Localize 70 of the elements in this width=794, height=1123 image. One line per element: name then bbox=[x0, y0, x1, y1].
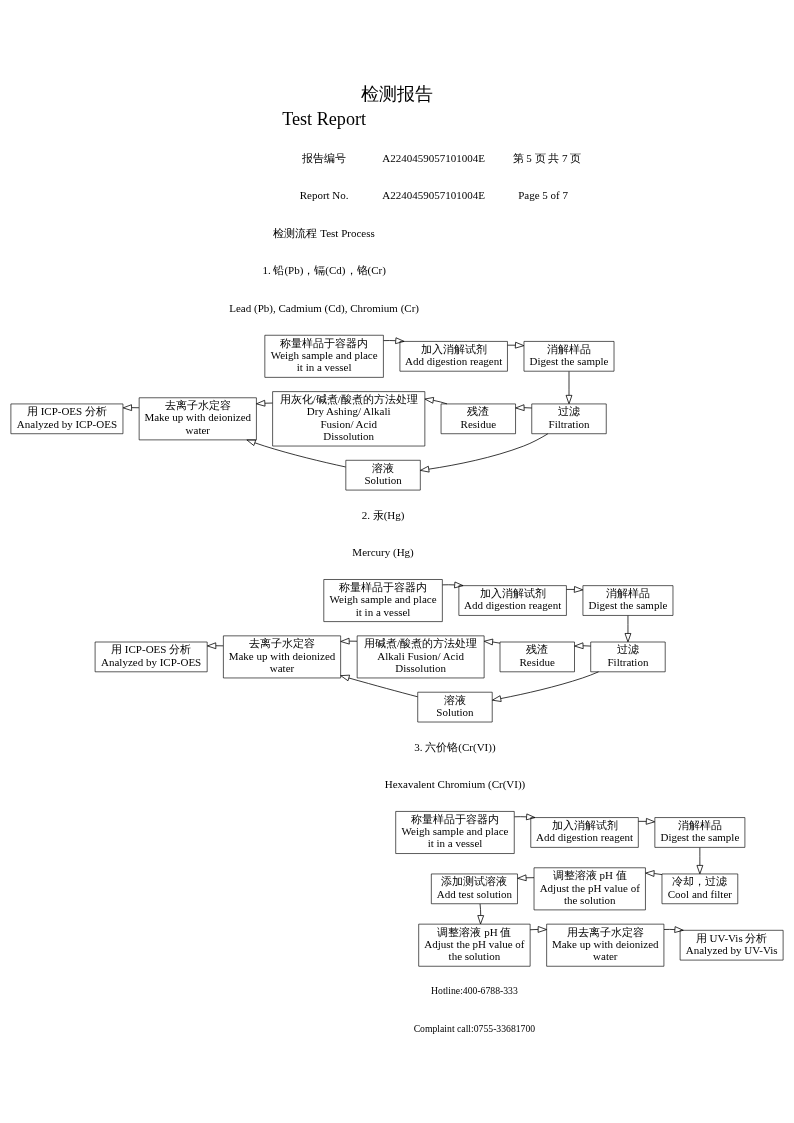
arrow bbox=[340, 674, 418, 697]
node-box: 冷却，过滤 Cool and filter bbox=[661, 873, 739, 904]
label: 报告编号 bbox=[302, 151, 347, 164]
node-box: 残渣 Residue bbox=[440, 403, 516, 434]
arrow bbox=[420, 432, 549, 472]
label: Hotline:400-6788-333 bbox=[431, 984, 518, 996]
label: Hexavalent Chromium (Cr(VI)) bbox=[384, 777, 526, 790]
label: Complaint call:0755-33681700 bbox=[413, 1022, 536, 1034]
node-box: 加入消解试剂 Add digestion reagent bbox=[458, 584, 567, 616]
node-box: 称量样品于容器内 Weigh sample and place it in a vessel bbox=[395, 810, 515, 854]
node-box: 添加测试溶液 Add test solution bbox=[431, 873, 518, 904]
node-box: 消解样品 Digest the sample bbox=[582, 584, 674, 616]
arrow bbox=[515, 403, 533, 411]
node-box: 去离子水定容 Make up with deionized water bbox=[223, 635, 341, 678]
node-box: 调整溶液 pH 值 Adjust the pH value of the solution bbox=[533, 866, 646, 910]
node-box: 调整溶液 pH 值 Adjust the pH value of the solution bbox=[418, 923, 531, 967]
node-box: 用去离子水定容 Make up with deionized water bbox=[546, 923, 665, 967]
label: Page 5 of 7 bbox=[518, 188, 568, 201]
arrow bbox=[529, 925, 547, 933]
arrow bbox=[565, 370, 573, 404]
label: 第 5 页 共 7 页 bbox=[512, 151, 582, 164]
arrow bbox=[638, 817, 656, 825]
arrow bbox=[507, 341, 525, 348]
node-box: 溶液 Solution bbox=[345, 459, 421, 490]
label: Test Report bbox=[282, 108, 367, 129]
arrow bbox=[383, 336, 405, 344]
arrow bbox=[663, 925, 684, 933]
arrow bbox=[624, 614, 632, 642]
node-box: 用灰化/碱煮/酸煮的方法处理 Dry Ashing/ Alkali Fusion/ Acid Dissolution bbox=[272, 390, 426, 446]
arrow bbox=[645, 869, 663, 877]
label: Mercury (Hg) bbox=[352, 545, 414, 558]
arrow bbox=[696, 846, 704, 874]
arrow bbox=[483, 638, 501, 645]
arrow bbox=[514, 813, 536, 820]
arrow bbox=[122, 403, 140, 411]
diagram-title: 检测报告 bbox=[361, 83, 433, 104]
node-box: 用 ICP-OES 分析 Analyzed by ICP-OES bbox=[94, 641, 208, 672]
node-box: 溶液 Solution bbox=[417, 691, 493, 722]
node-box: 称量样品于容器内 Weigh sample and place it in a vessel bbox=[323, 578, 443, 622]
label: 3. 六价铬(Cr(VI)) bbox=[414, 740, 496, 753]
node-box: 用 ICP-OES 分析 Analyzed by ICP-OES bbox=[10, 403, 124, 434]
label: 1. 铅(Pb)，镉(Cd)，铬(Cr) bbox=[262, 263, 386, 276]
node-box: 消解样品 Digest the sample bbox=[654, 816, 746, 848]
node-box: 消解样品 Digest the sample bbox=[523, 340, 615, 372]
arrow bbox=[424, 396, 448, 404]
node-box: 称量样品于容器内 Weigh sample and place it in a vessel bbox=[264, 334, 384, 378]
arrow bbox=[517, 873, 535, 881]
node-box: 用 UV-Vis 分析 Analyzed by UV-Vis bbox=[679, 929, 784, 960]
arrow bbox=[207, 641, 224, 649]
arrow bbox=[256, 399, 273, 407]
node-box: 残渣 Residue bbox=[499, 641, 575, 672]
node-box: 去离子水定容 Make up with deionized water bbox=[138, 396, 257, 440]
node-box: 用碱煮/酸煮的方法处理 Alkali Fusion/ Acid Dissolution bbox=[356, 635, 485, 678]
arrow bbox=[574, 641, 592, 649]
node-box: 加入消解试剂 Add digestion reagent bbox=[399, 340, 508, 372]
label: 检测流程 Test Process bbox=[273, 226, 375, 239]
node-box: 过滤 Filtration bbox=[531, 403, 607, 434]
arrow bbox=[246, 439, 346, 467]
label: Report No. bbox=[299, 188, 349, 201]
node-box: 过滤 Filtration bbox=[590, 641, 666, 672]
arrow bbox=[492, 670, 599, 702]
label: A2240459057101004E bbox=[382, 151, 485, 164]
arrow bbox=[566, 585, 584, 593]
label: A2240459057101004E bbox=[382, 188, 485, 201]
arrow bbox=[442, 581, 464, 588]
arrow bbox=[477, 903, 485, 924]
label: Lead (Pb), Cadmium (Cd), Chromium (Cr) bbox=[229, 301, 419, 314]
node-box: 加入消解试剂 Add digestion reagent bbox=[530, 816, 639, 848]
label: 2. 汞(Hg) bbox=[361, 508, 405, 521]
arrow bbox=[340, 637, 358, 644]
